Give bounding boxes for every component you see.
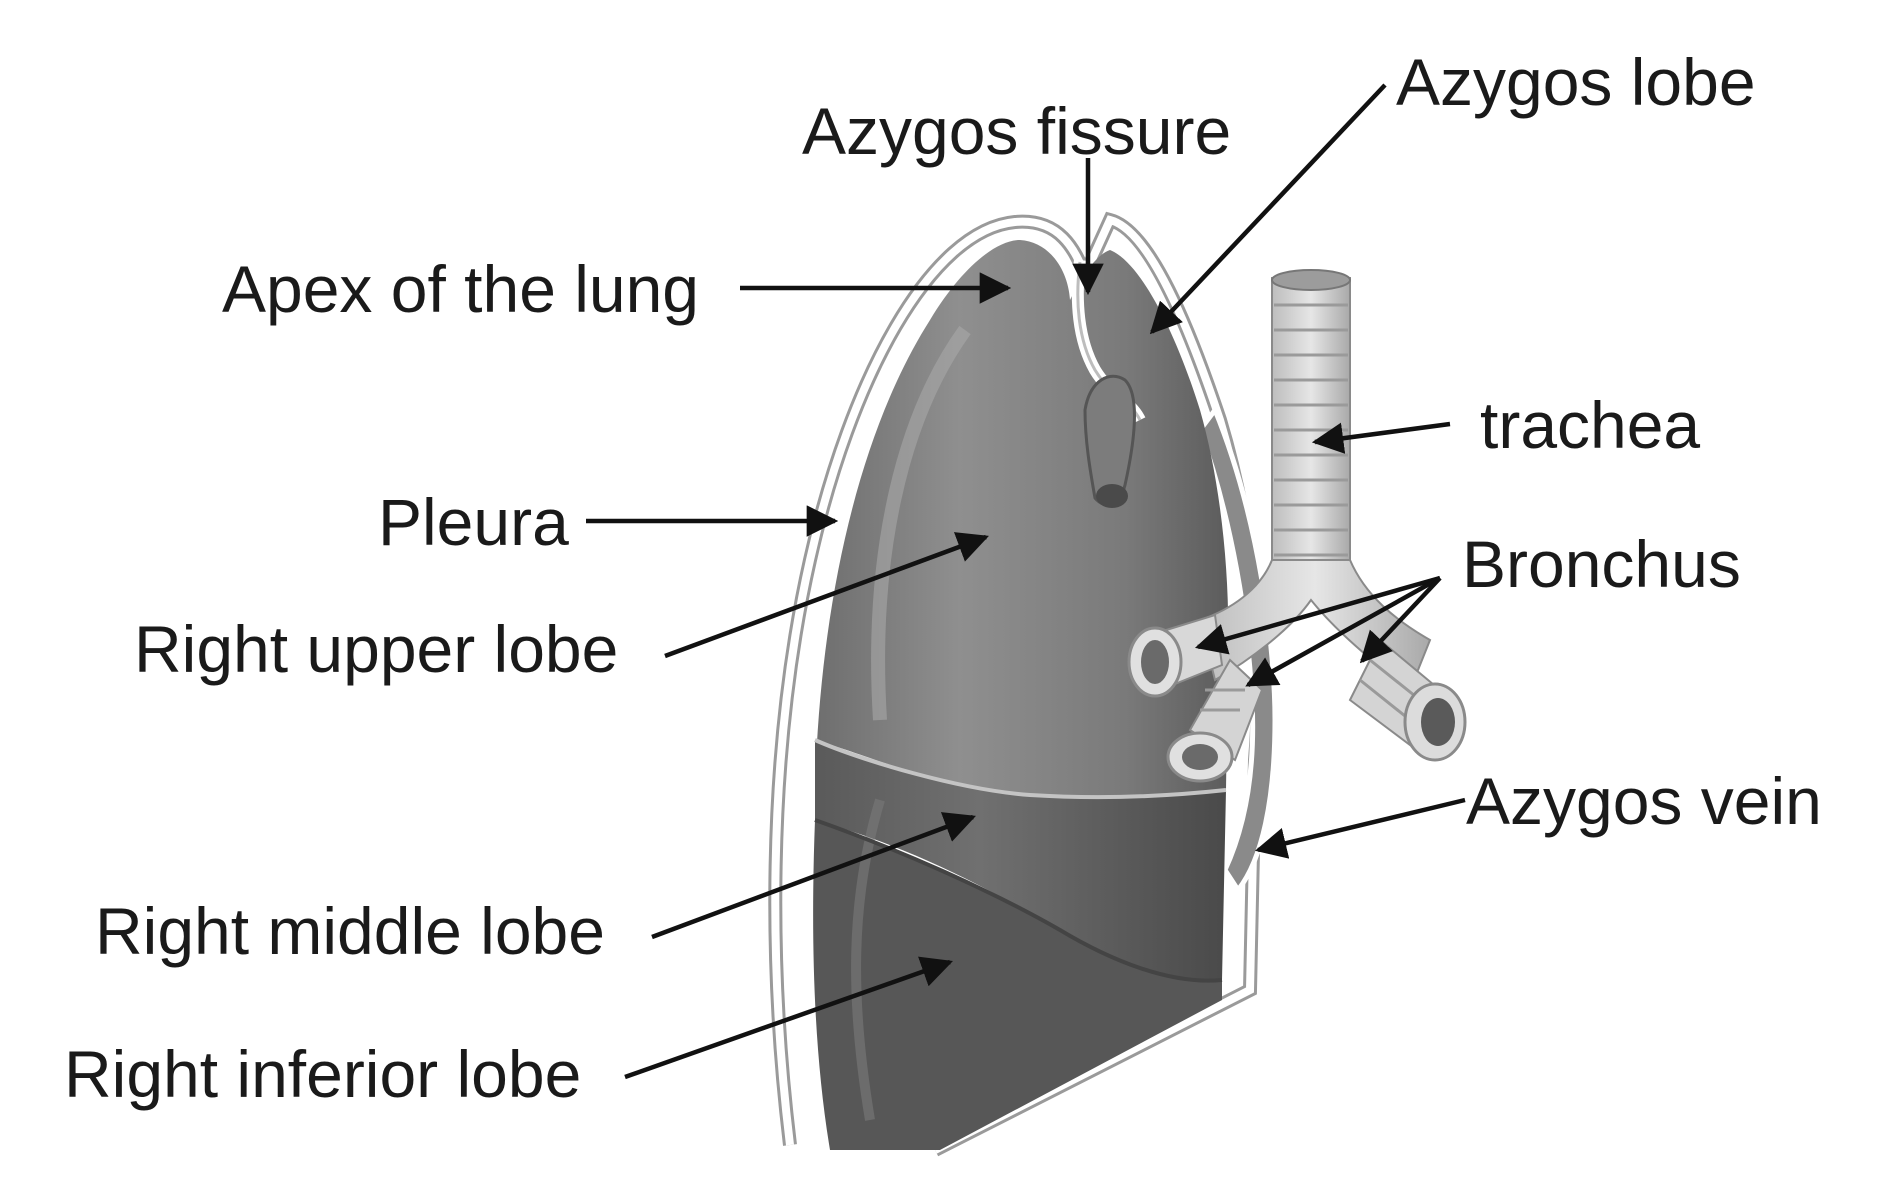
label-right-inferior-lobe: Right inferior lobe — [64, 1037, 581, 1111]
label-apex-of-the-lung: Apex of the lung — [222, 252, 699, 326]
label-right-middle-lobe: Right middle lobe — [95, 894, 605, 968]
right-upper-lobe-shape — [815, 240, 1229, 805]
label-right-upper-lobe: Right upper lobe — [134, 612, 618, 686]
label-azygos-fissure: Azygos fissure — [802, 94, 1231, 168]
right-middle-lobe-shape — [815, 740, 1226, 981]
label-azygos-lobe: Azygos lobe — [1396, 45, 1756, 119]
label-trachea: trachea — [1480, 388, 1700, 462]
right-inferior-lobe-shape — [813, 820, 1222, 1150]
label-bronchus: Bronchus — [1462, 527, 1741, 601]
azygos-vein-arch — [1083, 374, 1136, 506]
trachea-shape — [1198, 269, 1432, 692]
label-azygos-vein: Azygos vein — [1466, 764, 1822, 838]
label-pleura: Pleura — [378, 485, 569, 559]
